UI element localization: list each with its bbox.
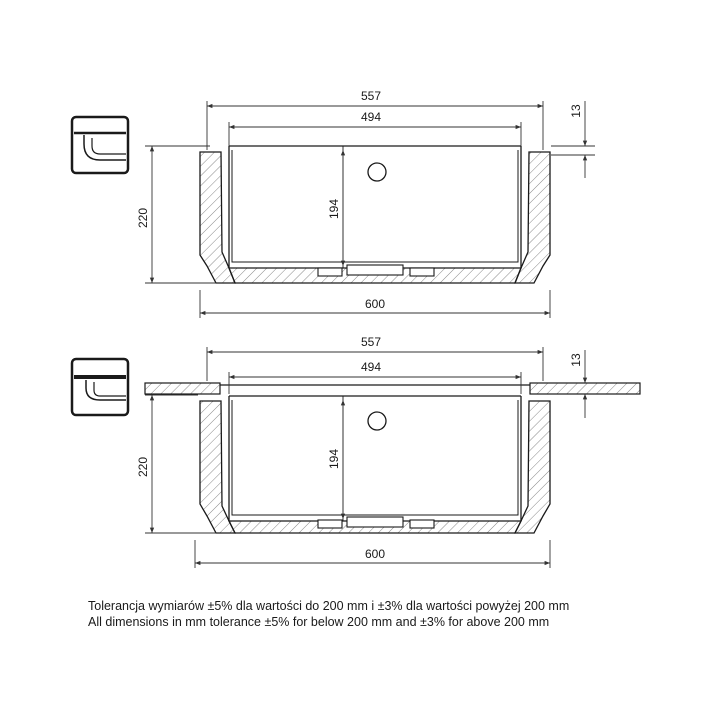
flushmount-install-icon [70,357,130,417]
flushmount-dimensions [145,347,588,568]
topmount-dimensions [145,101,595,318]
view-flushmount: 557 494 13 220 194 600 [70,335,641,568]
flushmount-dim-194: 194 [327,449,341,469]
topmount-dim-600: 600 [365,297,385,311]
flushmount-dim-600: 600 [365,547,385,561]
topmount-sink-section [199,145,551,284]
topmount-install-icon [70,115,130,175]
flushmount-dim-220: 220 [136,457,150,477]
topmount-dim-557: 557 [361,89,381,103]
topmount-dim-494: 494 [361,110,381,124]
topmount-dim-194: 194 [327,199,341,219]
tolerance-note-english: All dimensions in mm tolerance ±5% for b… [88,615,550,629]
flushmount-sink-section [199,395,551,534]
flushmount-dim-557: 557 [361,335,381,349]
overflow-hole [367,162,387,182]
flushmount-dim-494: 494 [361,360,381,374]
topmount-dim-13: 13 [569,104,583,118]
tolerance-note-polish: Tolerancja wymiarów ±5% dla wartości do … [88,599,570,613]
overflow-hole [367,411,387,431]
topmount-dim-220: 220 [136,208,150,228]
countertop-section [144,382,641,395]
flushmount-dim-13: 13 [569,353,583,367]
view-topmount: 557 494 13 220 194 600 [70,89,595,318]
